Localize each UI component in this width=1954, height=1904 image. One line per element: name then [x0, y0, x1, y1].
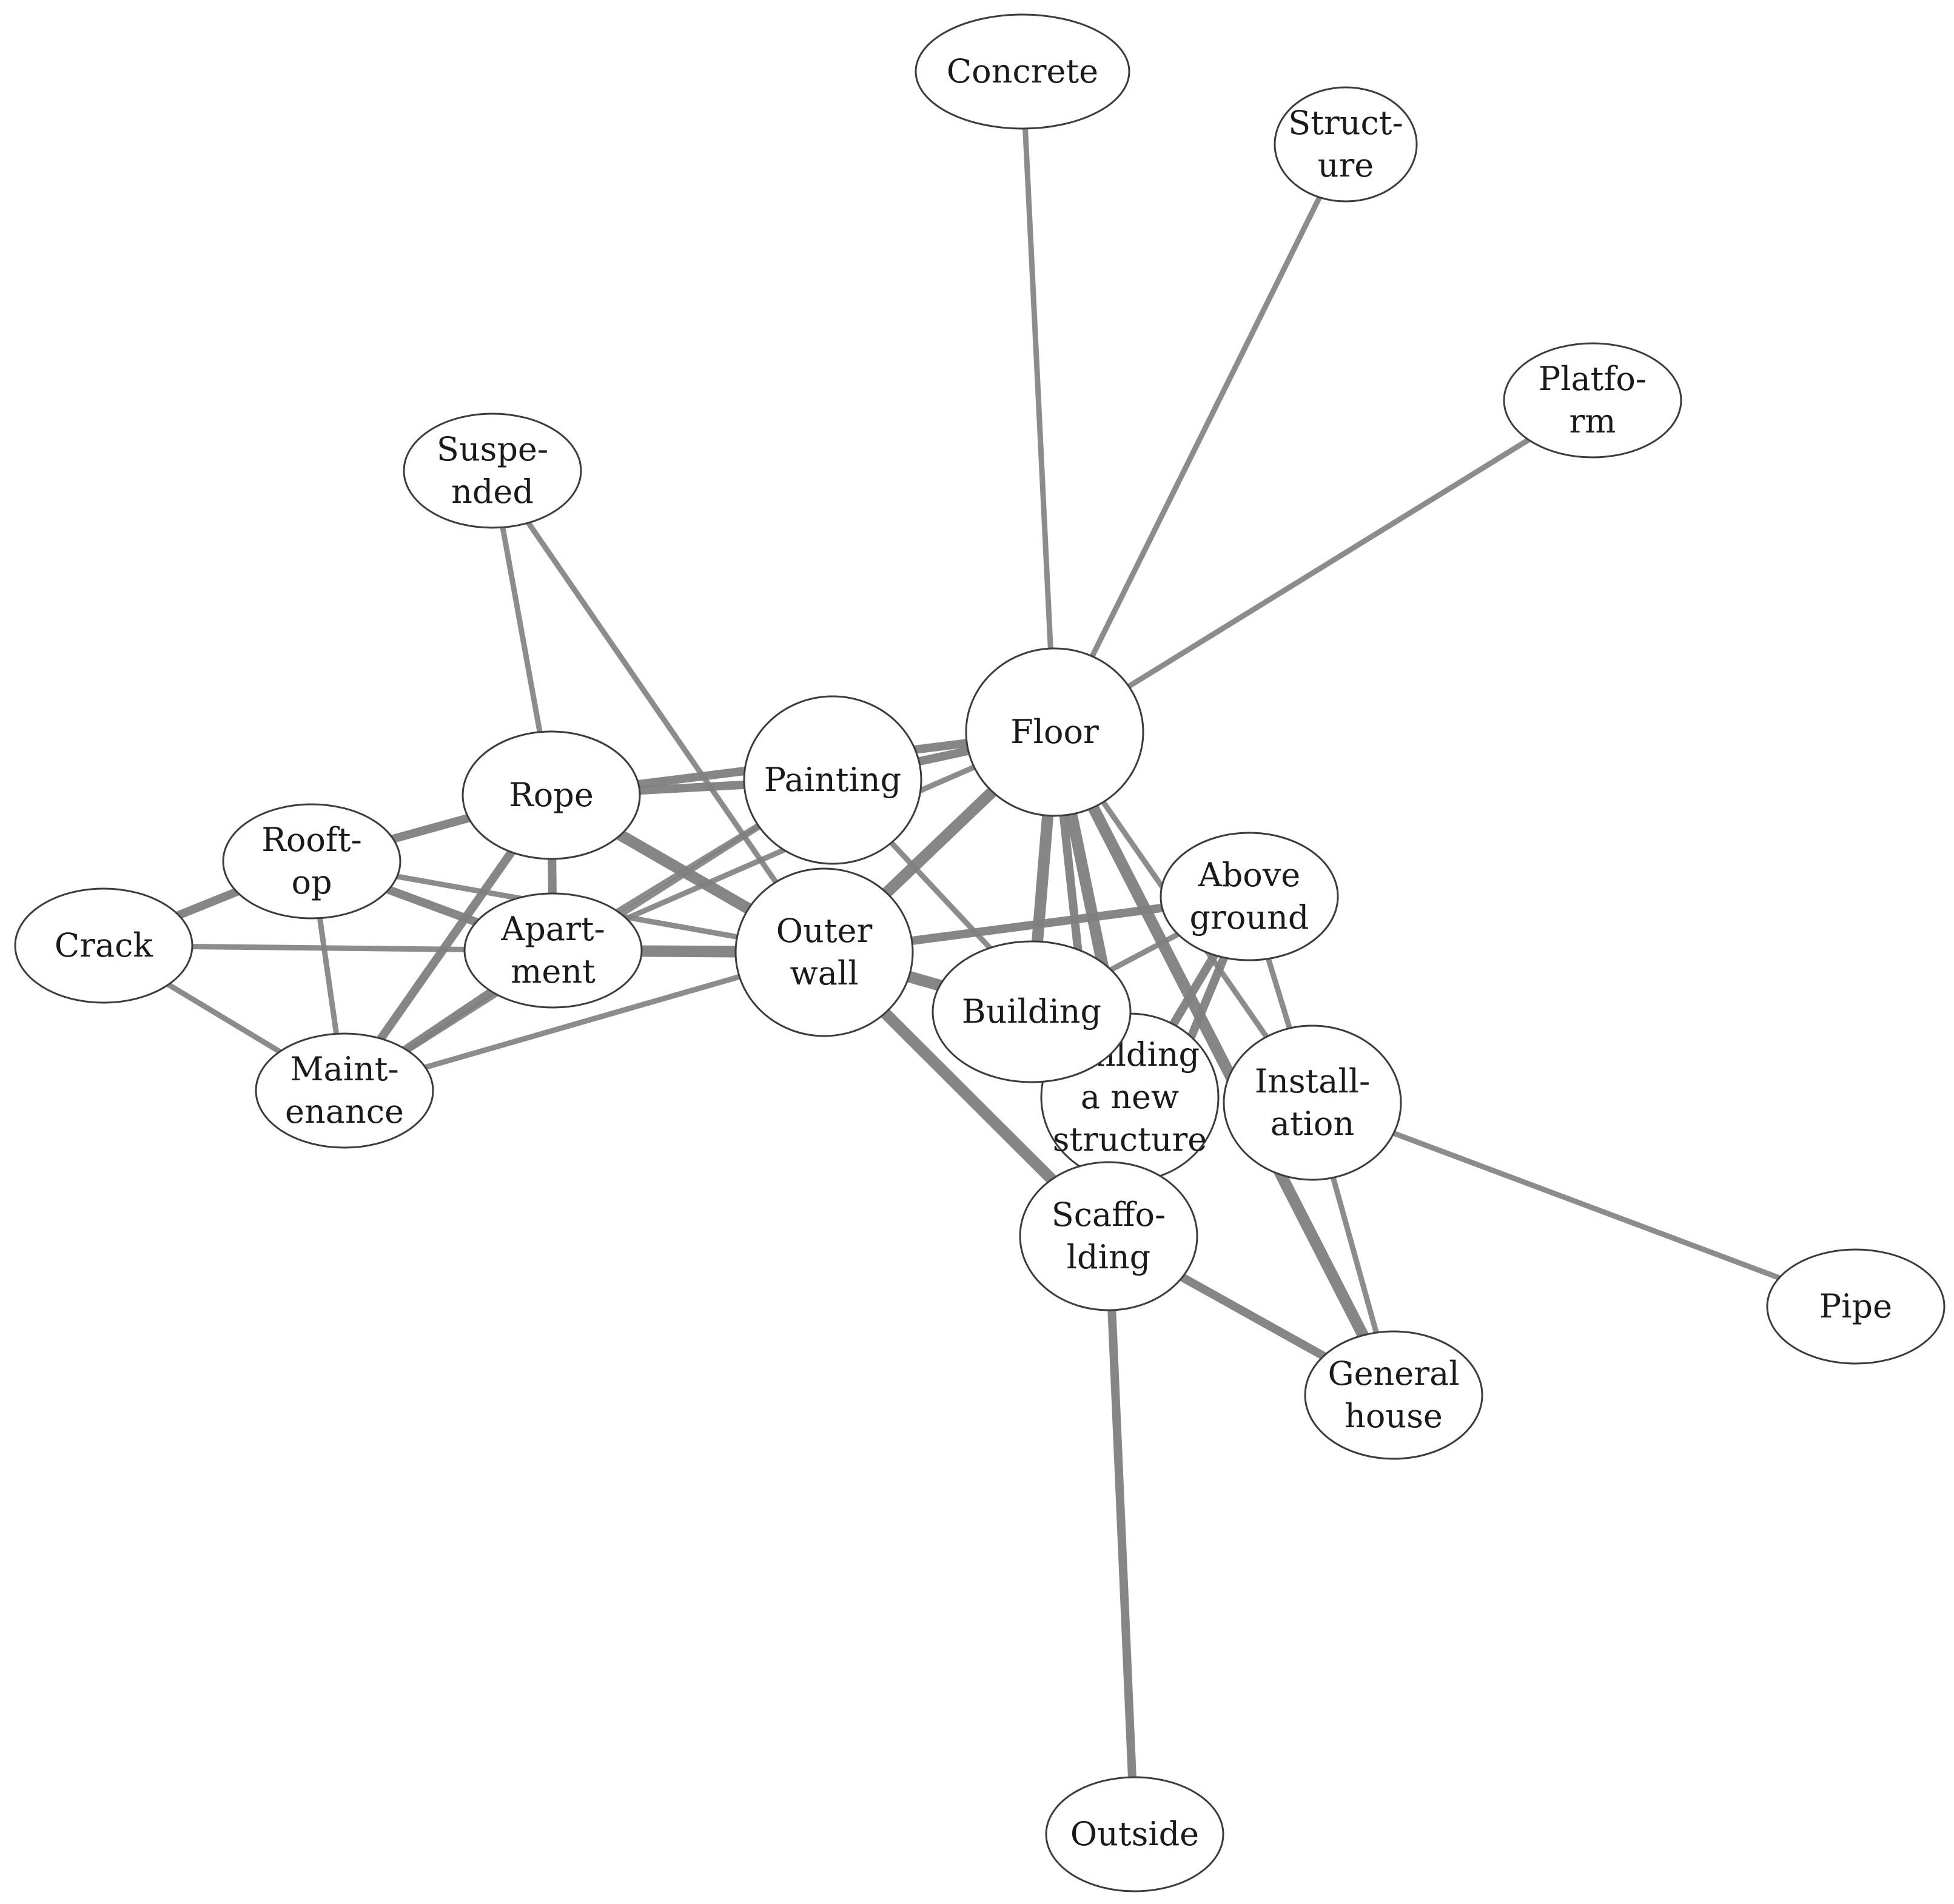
node-label: Floor [1010, 713, 1099, 751]
node-ellipse [462, 730, 641, 860]
node-ellipse [743, 695, 922, 865]
node-label: Scaffo- [1052, 1196, 1166, 1234]
node-apartment: Apart-ment [463, 892, 643, 1009]
node-pipe: Pipe [1766, 1248, 1946, 1365]
node-label: Outer [776, 912, 873, 950]
node-label: op [291, 863, 332, 901]
node-floor: Floor [965, 647, 1144, 817]
node-ellipse [932, 940, 1132, 1083]
node-outerwall: Outer wall [734, 867, 914, 1037]
node-outside: Outside [1045, 1776, 1224, 1892]
node-installation: Install-ation [1223, 1024, 1402, 1181]
node-label: ure [1318, 146, 1374, 184]
node-ellipse [403, 412, 582, 529]
edge-suspended-outerwall [490, 469, 827, 954]
node-ellipse [255, 1032, 434, 1149]
node-label: Pipe [1819, 1287, 1892, 1325]
node-label: ground [1189, 898, 1309, 937]
node-concrete: Concrete [915, 13, 1130, 130]
node-platform: Platfo-rm [1503, 342, 1682, 459]
node-label: nded [451, 473, 534, 511]
node-ellipse [1160, 832, 1339, 961]
node-label: ation [1271, 1105, 1354, 1143]
node-scaffolding: Scaffo-lding [1019, 1161, 1198, 1311]
edge-structure-floor [1052, 143, 1349, 733]
node-label: enance [285, 1092, 404, 1131]
node-label: Outside [1070, 1815, 1199, 1853]
node-ellipse [915, 13, 1130, 130]
node-ellipse [1766, 1248, 1946, 1365]
node-crack: Crack [14, 887, 193, 1004]
node-label: Install- [1255, 1062, 1371, 1100]
edge-installation-pipe [1311, 1100, 1857, 1310]
node-ellipse [1019, 1161, 1198, 1311]
node-building: Building [932, 940, 1132, 1083]
node-layer: ConcreteStruct-urePlatfo-rmSuspe-ndedFlo… [14, 13, 1946, 1892]
node-label: Painting [764, 761, 901, 799]
node-ellipse [1223, 1024, 1402, 1181]
node-label: a new [1081, 1078, 1179, 1116]
node-ellipse [1274, 86, 1418, 203]
node-generalhouse: General house [1304, 1330, 1483, 1460]
node-label: Struct- [1288, 104, 1403, 142]
node-ellipse [1304, 1330, 1483, 1460]
node-ellipse [1503, 342, 1682, 459]
node-rooftop: Rooft-op [222, 803, 401, 920]
node-ellipse [222, 803, 401, 920]
node-label: Building [962, 992, 1101, 1031]
edge-floor-generalhouse [1049, 729, 1399, 1398]
edge-concrete-floor [1019, 71, 1058, 733]
node-label: ment [511, 952, 596, 991]
node-label: Suspe- [437, 430, 548, 468]
node-label: Platfo- [1539, 360, 1647, 398]
edge-platform-floor [1053, 398, 1594, 735]
node-label: Rope [509, 776, 594, 814]
node-ellipse [734, 867, 914, 1037]
edge-scaffolding-outside [1104, 1236, 1139, 1835]
node-label: Concrete [947, 52, 1098, 90]
node-label: Rooft- [261, 821, 362, 859]
node-ellipse [965, 647, 1144, 817]
node-label: lding [1067, 1238, 1150, 1276]
node-ellipse [1045, 1776, 1224, 1892]
node-label: wall [790, 954, 859, 992]
node-suspended: Suspe-nded [403, 412, 582, 529]
node-label: Above [1198, 856, 1301, 894]
node-painting: Painting [743, 695, 922, 865]
node-ellipse [463, 892, 643, 1009]
node-label: Crack [55, 926, 154, 964]
node-label: structure [1053, 1120, 1207, 1159]
node-structure: Struct-ure [1274, 86, 1418, 203]
node-label: Maint- [290, 1050, 398, 1088]
node-label: Apart- [500, 910, 605, 948]
node-rope: Rope [462, 730, 641, 860]
node-label: house [1345, 1397, 1443, 1435]
node-label: rm [1569, 402, 1616, 440]
node-ellipse [14, 887, 193, 1004]
node-aboveground: Above ground [1160, 832, 1339, 961]
node-maintenance: Maint-enance [255, 1032, 434, 1149]
node-label: General [1328, 1354, 1459, 1393]
